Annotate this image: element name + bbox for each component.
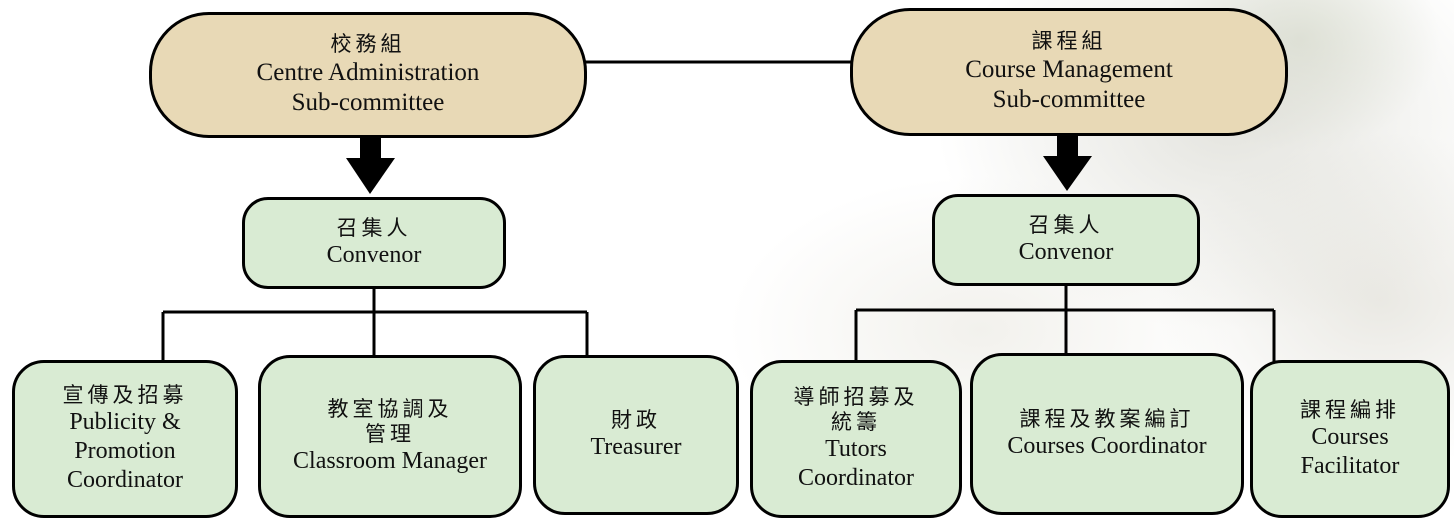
role-zh-label: 教室協調及: [327, 396, 453, 421]
role-courses-coordinator: 課程及教案編訂 Courses Coordinator: [970, 353, 1244, 515]
role-en-label: Coordinator: [798, 465, 914, 492]
role-zh-label: 財政: [611, 408, 661, 432]
role-zh-label: 課程及教案編訂: [1019, 407, 1195, 431]
role-zh-label: 管理: [365, 422, 415, 447]
convenor-en-label: Convenor: [1018, 239, 1114, 266]
tree-course: [854, 284, 1276, 362]
convenor-admin: 召集人 Convenor: [242, 197, 506, 289]
convenor-zh-label: 召集人: [336, 216, 412, 240]
centre-administration-subcommittee: 校務組 Centre Administration Sub-committee: [149, 12, 587, 138]
role-publicity-promotion-coordinator: 宣傳及招募 Publicity & Promotion Coordinator: [12, 360, 238, 518]
role-tutors-coordinator: 導師招募及 統籌 Tutors Coordinator: [750, 360, 962, 518]
role-en-label: Classroom Manager: [293, 448, 487, 475]
tree-admin: [161, 287, 589, 362]
role-treasurer: 財政 Treasurer: [533, 355, 739, 515]
subcommittee-en-title: Course Management: [965, 55, 1173, 83]
course-management-subcommittee: 課程組 Course Management Sub-committee: [850, 8, 1288, 136]
convenor-zh-label: 召集人: [1028, 213, 1104, 237]
subcommittee-zh-title: 校務組: [330, 32, 406, 57]
subcommittee-en-subtitle: Sub-committee: [291, 88, 445, 116]
arrow-course-to-convenor: [1043, 128, 1092, 191]
role-classroom-manager: 教室協調及 管理 Classroom Manager: [258, 355, 522, 518]
role-en-label: Courses: [1311, 423, 1389, 450]
convenor-course: 召集人 Convenor: [932, 194, 1200, 286]
role-en-label: Coordinator: [67, 466, 183, 493]
convenor-en-label: Convenor: [326, 242, 422, 269]
arrow-admin-to-convenor: [346, 130, 395, 194]
role-en-label: Treasurer: [590, 434, 682, 461]
role-en-label: Tutors: [825, 436, 887, 463]
subcommittee-zh-title: 課程組: [1031, 29, 1107, 54]
role-courses-facilitator: 課程編排 Courses Facilitator: [1250, 360, 1450, 518]
role-en-label: Facilitator: [1300, 452, 1400, 479]
role-en-label: Courses Coordinator: [1007, 433, 1207, 460]
role-en-label: Publicity &: [69, 409, 181, 436]
role-zh-label: 導師招募及: [793, 385, 919, 410]
subcommittee-en-subtitle: Sub-committee: [992, 85, 1146, 113]
role-zh-label: 宣傳及招募: [62, 383, 188, 408]
subcommittee-en-title: Centre Administration: [256, 58, 480, 86]
role-zh-label: 課程編排: [1300, 397, 1400, 422]
role-en-label: Promotion: [74, 438, 176, 465]
role-zh-label: 統籌: [831, 410, 881, 435]
